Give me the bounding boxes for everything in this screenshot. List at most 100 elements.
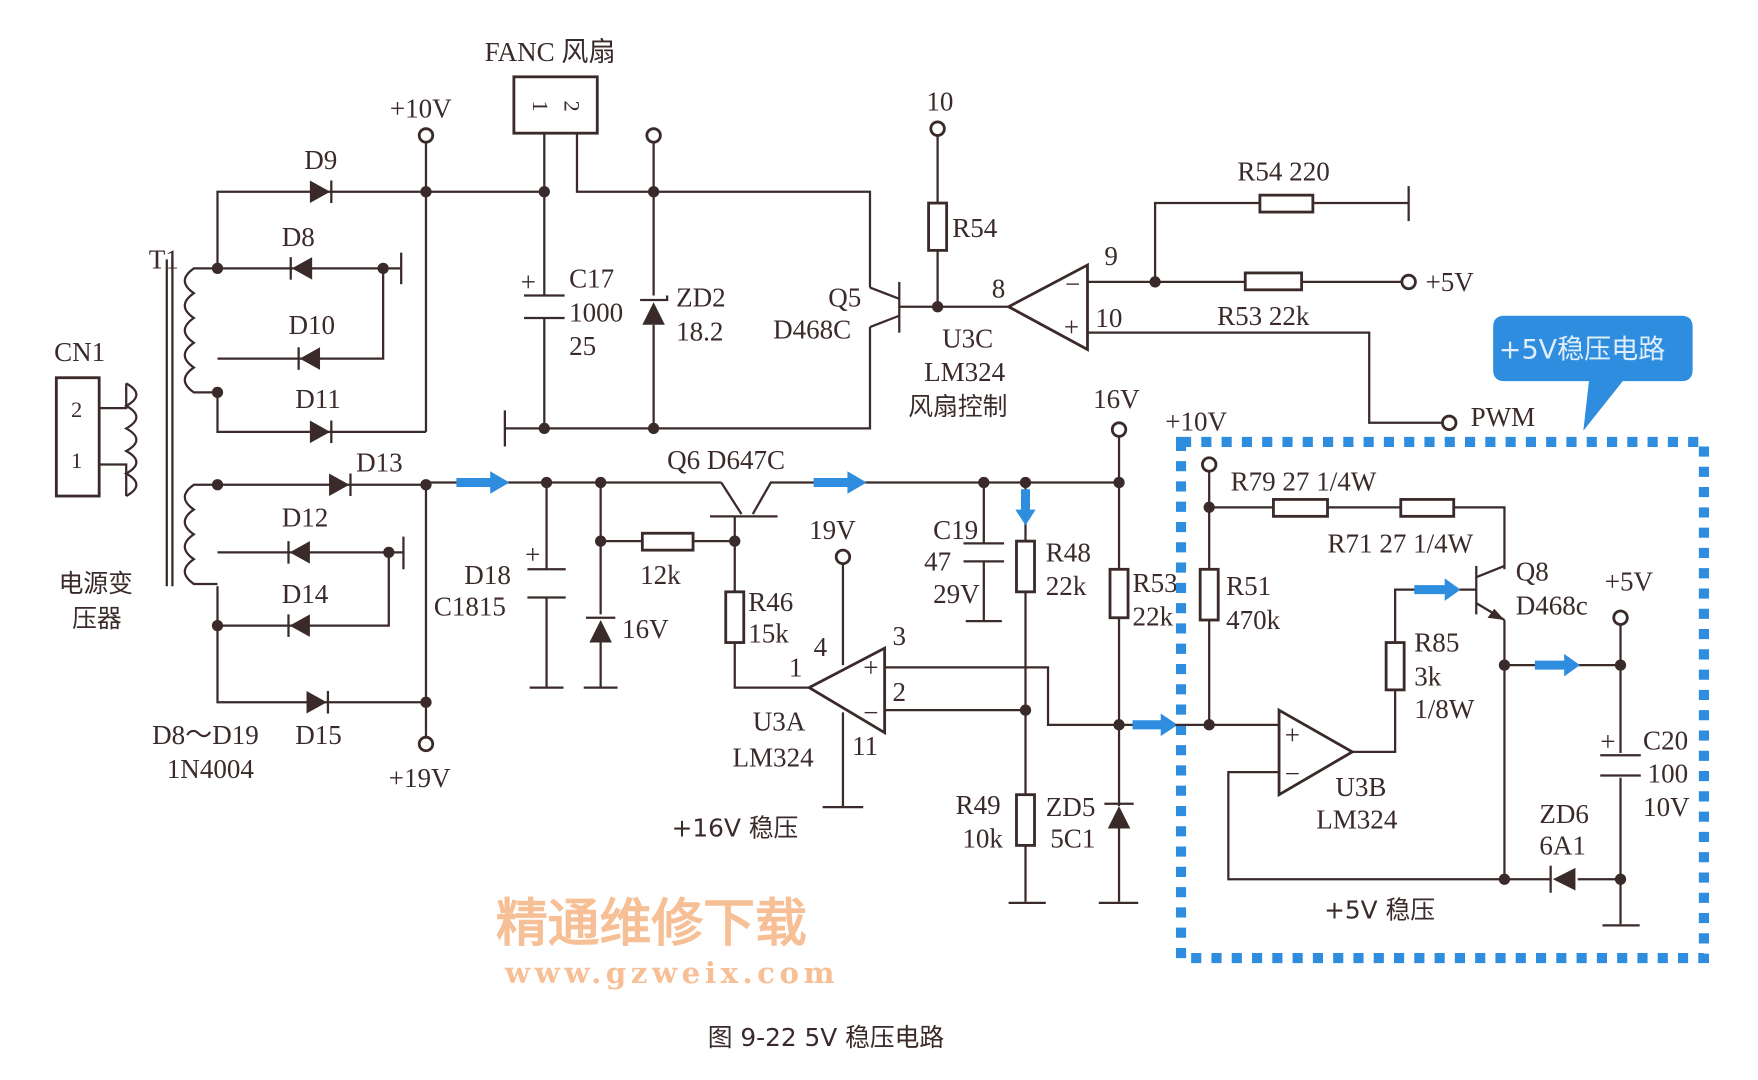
wire-or-symbol — [640, 531, 695, 552]
wire-or-symbol — [1612, 609, 1629, 626]
resistor-r54: 10 R54 — [926, 87, 1009, 308]
wire-or-symbol: + — [863, 652, 878, 682]
wire-or-symbol — [183, 267, 218, 394]
component-label: R48 — [1046, 537, 1091, 567]
resistor-r53-22k — [1243, 271, 1304, 292]
component-label: D15 — [295, 720, 342, 750]
component-label: R46 — [748, 587, 793, 617]
label-10v: +10V — [390, 93, 452, 123]
flow-arrow — [1534, 653, 1580, 677]
component-label: 16V — [1093, 384, 1140, 414]
component-label: +5V稳压电路 — [1499, 335, 1665, 366]
figure-caption: 图 9-22 5V 稳压电路 — [708, 1023, 945, 1052]
component-label: LM324 — [924, 357, 1006, 387]
callout-5v: +5V稳压电路 — [1493, 315, 1693, 431]
wire-or-symbol — [417, 735, 435, 753]
component-label: D10 — [288, 310, 335, 340]
t1-desc: 压器 — [72, 604, 122, 633]
component-label: U3A — [753, 706, 806, 736]
component-label: 1/8W — [1414, 694, 1475, 724]
component-label: 4 — [814, 632, 828, 662]
component-label: D12 — [282, 502, 329, 532]
wire-or-symbol — [1201, 456, 1218, 473]
component-label: 2 — [560, 101, 585, 112]
component-label: D18 — [464, 560, 511, 590]
wire-or-symbol — [306, 691, 327, 714]
component-label: 1000 — [569, 297, 623, 327]
component-label: 47 — [924, 546, 951, 576]
flow-arrow — [456, 471, 510, 494]
component-label: +19V — [389, 763, 451, 793]
wire-or-symbol — [929, 120, 946, 137]
wire-or-symbol: − — [863, 697, 878, 727]
component-label: ZD2 — [676, 283, 726, 313]
component-label: +16V 稳压 — [672, 813, 799, 842]
wire-or-symbol: − — [1065, 269, 1080, 299]
wire-or-symbol — [1110, 421, 1128, 438]
wire-or-symbol — [834, 548, 852, 566]
flow-arrow — [813, 471, 867, 494]
wire-or-symbol — [1552, 867, 1576, 891]
wire-or-symbol: + — [1285, 720, 1300, 750]
component-label: 风扇控制 — [908, 392, 1007, 421]
component-label: 6A1 — [1539, 830, 1586, 860]
wire-or-symbol — [1198, 567, 1220, 622]
resistor-r54-220 — [1258, 193, 1315, 214]
component-label: D11 — [295, 384, 341, 414]
diode-d12: D12 — [282, 502, 329, 564]
wire-or-symbol — [309, 420, 331, 444]
component-label: 470k — [1226, 605, 1281, 635]
component-label: C19 — [933, 515, 978, 545]
component-label: D13 — [356, 447, 403, 477]
wire-or-symbol — [1015, 539, 1036, 594]
diode-d9: D9 — [304, 145, 337, 204]
flow-arrow-down — [1015, 489, 1036, 526]
component-label: +5V — [1426, 267, 1475, 297]
component-label: R54 220 — [1237, 157, 1329, 187]
component-label: FANC 风扇 — [485, 37, 616, 67]
component-label: 10k — [962, 824, 1003, 854]
wire-or-symbol — [1277, 707, 1356, 798]
wire-or-symbol: + — [1064, 312, 1079, 342]
component-label: 2 — [893, 677, 907, 707]
wire-or-symbol — [1005, 262, 1089, 352]
t1-label: T1 — [149, 244, 179, 274]
component-label: 10V — [1643, 792, 1690, 822]
component-label: LM324 — [1316, 804, 1398, 834]
wire-or-symbol — [420, 186, 432, 198]
wire-or-symbol — [329, 473, 350, 497]
component-label: ZD5 — [1046, 792, 1096, 822]
wire-or-symbol: + — [525, 540, 540, 570]
component-label: 1 — [528, 101, 553, 112]
diode-d15: D15 — [295, 691, 342, 750]
wire-or-symbol — [425, 133, 872, 288]
component-label: 精通维修下载 — [496, 893, 807, 954]
wire-or-symbol — [211, 386, 224, 399]
component-label: 15k — [748, 619, 789, 649]
component-label: Q6 D647C — [667, 445, 785, 475]
wire-or-symbol — [642, 302, 665, 325]
resistor-r71: R71 27 1/4W — [1328, 498, 1474, 558]
component-label: 5C1 — [1050, 824, 1095, 854]
diode-type-label: 1N4004 — [167, 754, 255, 784]
wire-or-symbol — [1272, 498, 1329, 518]
connector-cn1: 2 1 CN1 — [54, 337, 128, 498]
component-label: 25 — [569, 331, 596, 361]
wire-or-symbol — [640, 295, 669, 302]
transistor-q6: Q6 D647C — [667, 445, 1116, 542]
component-label: www.gzweix.com — [504, 955, 839, 990]
wire-or-symbol — [538, 422, 550, 435]
